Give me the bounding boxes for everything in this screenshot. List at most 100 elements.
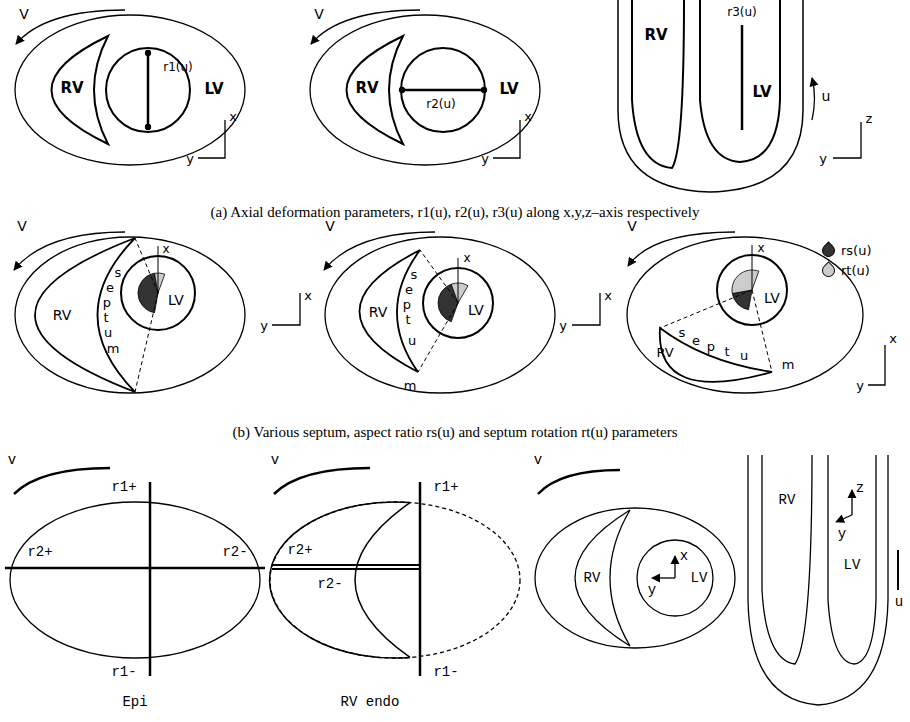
part-label: RV (656, 345, 673, 360)
axis-label: x (229, 109, 237, 124)
septum-letter: s (411, 267, 418, 282)
epi-parameters (5, 468, 265, 676)
septum-letter: m (107, 341, 120, 356)
axial-section-r1 (15, 10, 245, 165)
septum-letter: p (403, 297, 411, 312)
long-axis-section (618, 0, 861, 192)
legend: rs(u) rt(u) (822, 240, 872, 280)
axis-label: v (271, 452, 279, 468)
axis-label: y (838, 526, 846, 542)
end-dot (146, 125, 151, 130)
epicardium (535, 508, 735, 648)
axis-label: x (680, 548, 688, 564)
axis-label: x (889, 331, 897, 346)
part-label: LV (204, 80, 223, 98)
axis (868, 345, 885, 385)
septum-letter: p (103, 295, 111, 310)
part-label: RV (644, 26, 667, 44)
rv-cavity (35, 238, 135, 392)
part-label: LV (168, 292, 184, 308)
x-line (458, 258, 459, 303)
axis-label: V (314, 6, 324, 22)
rt-wedge (155, 273, 165, 293)
x-line (158, 246, 159, 293)
axis-label: y (260, 318, 268, 333)
axis-label: x (463, 251, 470, 265)
septum-section-2 (324, 232, 600, 393)
dashed-line (660, 290, 752, 328)
rt-wedge (451, 283, 468, 303)
u-arc (897, 550, 899, 590)
u-arrow (812, 78, 815, 120)
axis-label: y (648, 582, 656, 598)
parameter-label: r2(u) (426, 97, 456, 111)
dashed-line (135, 293, 158, 392)
rv-cavity (52, 36, 109, 144)
part-label: LV (691, 570, 708, 586)
rv-cavity (359, 250, 420, 372)
dashed-line (418, 303, 458, 372)
r2-line (402, 89, 484, 92)
rt-wedge (732, 270, 759, 293)
epicardium (10, 502, 260, 658)
part-label: RV (60, 79, 83, 97)
v-arc (538, 470, 620, 494)
axis-label: x (162, 242, 169, 256)
end-dot (482, 88, 487, 93)
septum-letter: t (724, 344, 729, 359)
part-label: LV (752, 83, 771, 101)
parameter-label: r2+ (27, 544, 52, 560)
part-label: RV endo (341, 694, 400, 710)
dashed-outline (270, 502, 520, 658)
rv-cavity (347, 36, 404, 144)
axis-label: z (856, 480, 864, 496)
septum-section-1 (14, 232, 300, 393)
end-dot (146, 51, 151, 56)
epicardium (15, 237, 245, 393)
axis-label: y (819, 151, 827, 166)
r3-line (741, 25, 744, 130)
legend-text: rt(u) (841, 263, 870, 278)
epicardium (627, 237, 863, 393)
septum-letter: m (782, 357, 795, 372)
part-label: LV (499, 80, 518, 98)
septum-letter: e (106, 280, 114, 295)
local-frame-long-axis (748, 455, 898, 705)
axis-label: V (19, 6, 29, 22)
parameter-label: r1+ (433, 479, 458, 495)
v-arrow (628, 232, 735, 266)
parameter-label: r1+ (111, 479, 136, 495)
x-line (752, 245, 753, 290)
x-arrow (674, 556, 675, 578)
axis-label: z (866, 111, 873, 126)
r1-line (147, 53, 150, 127)
rv-endo-parameters (270, 468, 520, 676)
z-arrow (851, 490, 852, 515)
axis (572, 293, 600, 325)
caption: (b) Various septum, aspect ratio rs(u) a… (232, 424, 677, 441)
rv-cavity (762, 455, 812, 664)
rv-outer-wall (270, 502, 410, 658)
axis-label: u (895, 594, 903, 610)
epicardium (15, 15, 245, 165)
legend-swatch (819, 241, 837, 259)
end-dot (400, 88, 405, 93)
septum-section-3 (627, 232, 885, 393)
rv-cavity (575, 510, 630, 646)
legend-row: rt(u) (822, 260, 872, 280)
epicardium (310, 15, 540, 165)
part-label: LV (844, 557, 861, 573)
axis-label: u (822, 88, 831, 104)
parameter-label: r2+ (287, 542, 312, 558)
legend-text: rs(u) (841, 243, 872, 258)
part-label: LV (468, 302, 484, 318)
axis-label: x (524, 109, 532, 124)
axis-label: V (17, 218, 27, 234)
legend-swatch (819, 261, 837, 279)
axis (272, 293, 300, 325)
axial-section-r2 (310, 10, 540, 165)
v-arrow (16, 10, 125, 44)
legend-row: rs(u) (822, 240, 872, 260)
lv-cavity (700, 0, 780, 162)
